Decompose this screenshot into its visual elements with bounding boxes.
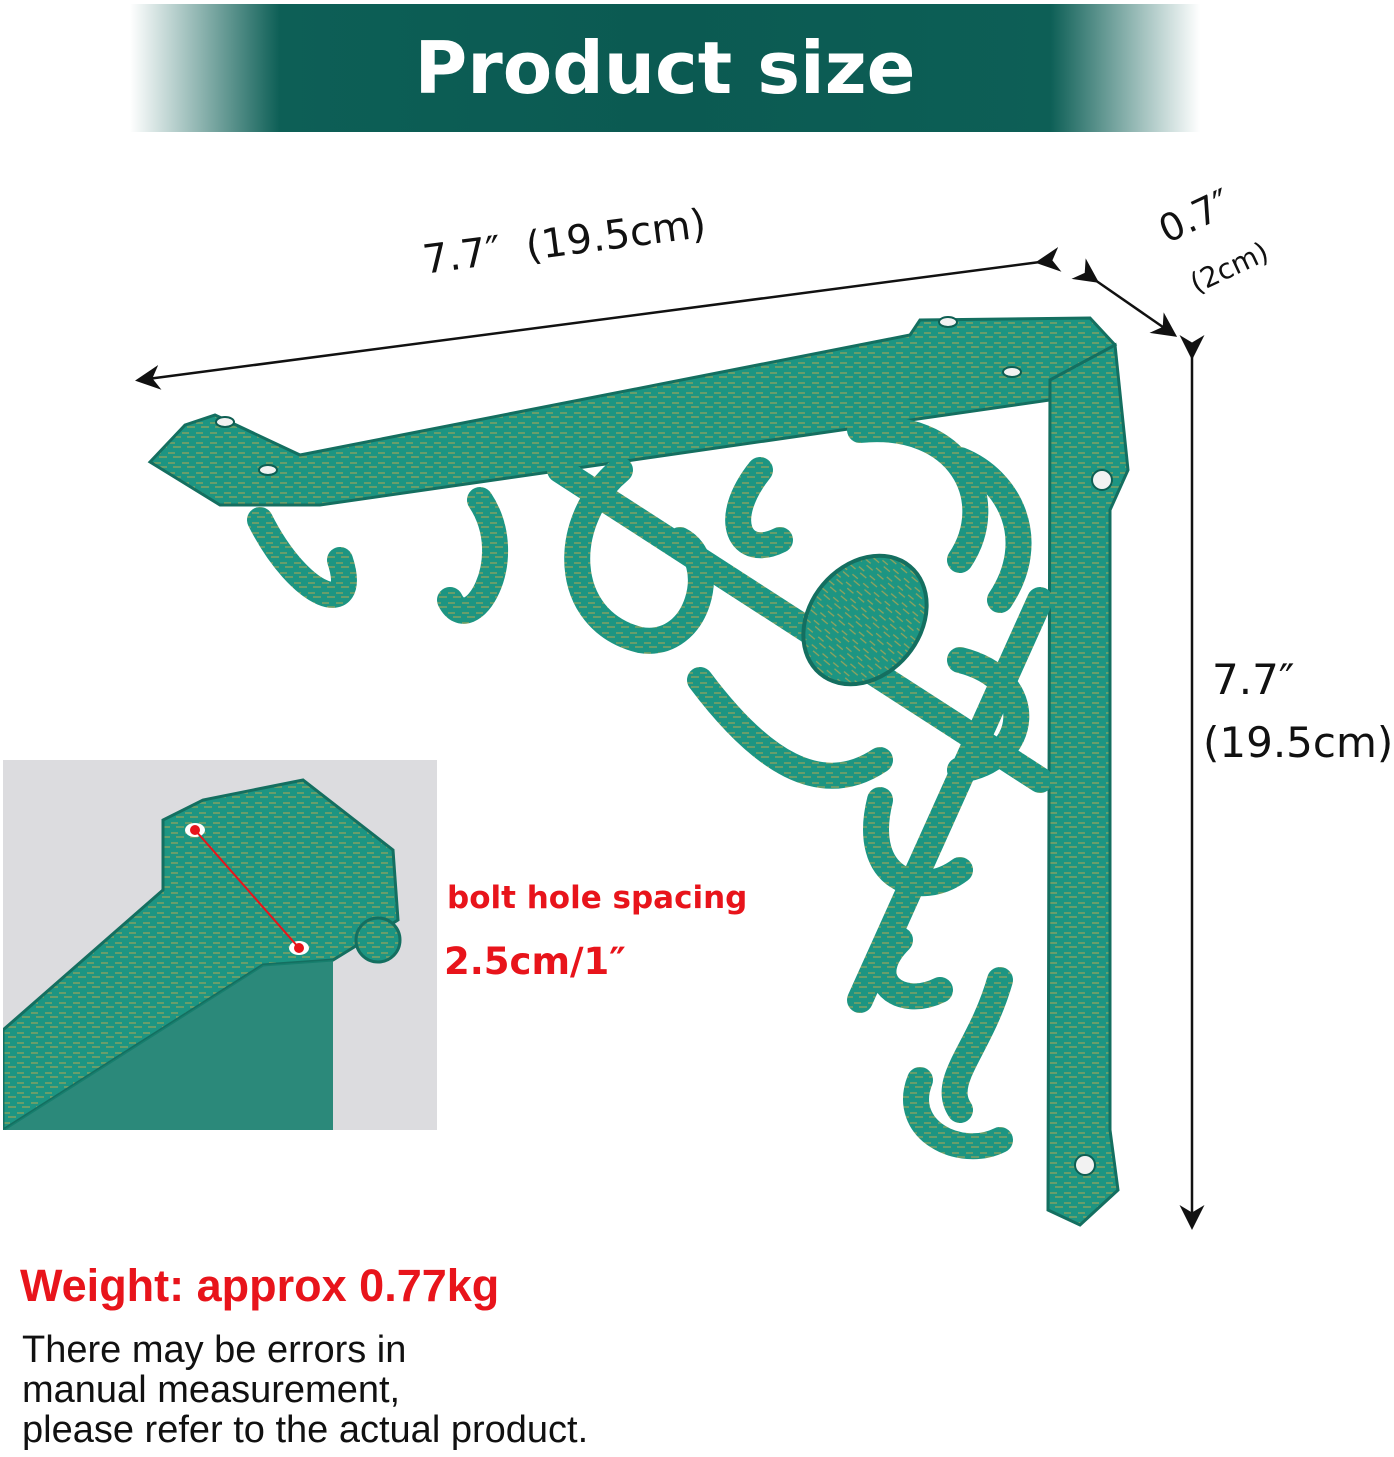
page-title: Product size bbox=[414, 26, 916, 110]
height-inch: 7.7″ bbox=[1212, 655, 1295, 704]
disclaimer-line: There may be errors in bbox=[22, 1329, 407, 1371]
bolt-value: 2.5cm/1″ bbox=[444, 940, 626, 983]
bracket-scrollwork bbox=[247, 416, 1053, 1160]
weight-label: Weight: approx 0.77kg bbox=[20, 1260, 500, 1311]
bracket-medallion bbox=[801, 553, 929, 687]
bracket-vertical-arm bbox=[1046, 342, 1130, 1227]
depth-arrow bbox=[1071, 258, 1178, 337]
bolt-label: bolt hole spacing bbox=[447, 880, 748, 916]
bolt-spacing-line bbox=[194, 829, 300, 949]
title-banner: Product size bbox=[130, 4, 1200, 132]
height-cm: (19.5cm) bbox=[1203, 718, 1394, 767]
disclaimer: There may be errors in manual measuremen… bbox=[22, 1330, 588, 1450]
bolt-hole-closeup bbox=[3, 760, 437, 1130]
disclaimer-line: manual measurement, bbox=[22, 1369, 401, 1411]
length-arrow bbox=[135, 247, 1062, 390]
disclaimer-line: please refer to the actual product. bbox=[22, 1409, 589, 1451]
